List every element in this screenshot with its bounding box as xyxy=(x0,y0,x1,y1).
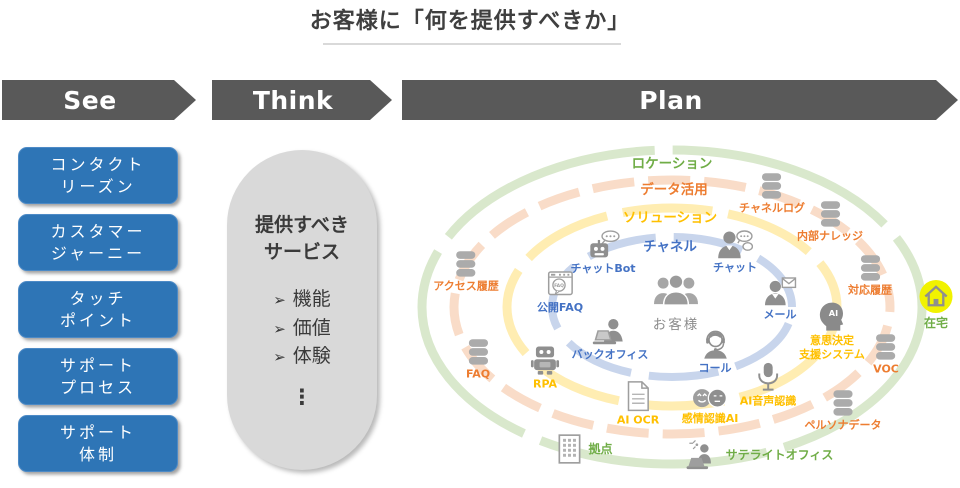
see-item: サポート 体制 xyxy=(18,415,178,472)
think-bullet-label: 機能 xyxy=(292,288,331,311)
stage-arrow-see: See xyxy=(2,80,196,120)
bullet-arrow-icon: ➢ xyxy=(273,291,286,310)
plan-node-label: 公開FAQ xyxy=(536,301,584,315)
stage-arrow-think-label: Think xyxy=(252,85,334,115)
plan-node-label: ペルソナデータ xyxy=(804,418,882,432)
ring-label: ソリューション xyxy=(622,210,718,226)
think-bullet-label: 体験 xyxy=(292,345,331,368)
plan-node: 対応履歴 xyxy=(848,255,892,298)
think-bullet: ➢ 体験 xyxy=(273,342,331,371)
plan-node: VOC xyxy=(873,334,899,377)
plan-node: 内部ナレッジ xyxy=(797,201,863,244)
building-icon xyxy=(557,434,581,464)
think-capsule: 提供すべき サービス ➢ 機能 ➢ 価値 ➢ 体験 ⋮ xyxy=(227,150,377,470)
plan-node: 感情認識AI xyxy=(681,386,739,426)
stage-arrow-think: Think xyxy=(212,80,392,120)
person-mail-icon xyxy=(763,276,797,306)
ring-label: データ活用 xyxy=(640,182,708,198)
database-icon xyxy=(832,390,855,417)
plan-node: チャット xyxy=(713,229,757,275)
svg-text:FAQ: FAQ xyxy=(554,283,564,289)
plan-node: チャネルログ xyxy=(739,173,805,216)
database-icon xyxy=(467,339,490,366)
stage-arrow-plan: Plan xyxy=(402,80,958,120)
plan-node-label: チャネルログ xyxy=(739,201,805,215)
plan-node: アクセス履歴 xyxy=(433,251,499,294)
plan-node-label: 拠点 xyxy=(588,441,613,456)
stage-arrow-see-label: See xyxy=(63,85,117,115)
plan-node: FAQ xyxy=(466,339,490,382)
plan-node-label: 対応履歴 xyxy=(848,283,892,297)
browser-faq-icon: FAQ xyxy=(545,269,575,299)
plan-node: 在宅 xyxy=(919,279,954,331)
plan-node: メール xyxy=(763,276,797,322)
plan-node-label: コール xyxy=(698,361,732,375)
think-ellipsis: ⋮ xyxy=(291,384,313,409)
document-icon xyxy=(626,381,651,412)
plan-node: AI音声認識 xyxy=(739,362,797,409)
database-icon xyxy=(760,173,783,200)
ai-head-icon: AI xyxy=(817,299,846,332)
think-title: 提供すべき サービス xyxy=(255,214,349,263)
think-bullet: ➢ 価値 xyxy=(273,314,331,343)
bullet-arrow-icon: ➢ xyxy=(273,348,286,367)
plan-node-label: チャットBot xyxy=(570,262,636,276)
plan-node-label: VOC xyxy=(873,362,899,376)
satellite-office-icon xyxy=(683,440,719,470)
plan-node-label: バックオフィス xyxy=(571,348,649,362)
plan-node-label: RPA xyxy=(532,377,558,391)
plan-node-label: 在宅 xyxy=(923,316,948,330)
plan-node: サテライトオフィス xyxy=(683,440,834,470)
plan-node-label: メール xyxy=(763,308,797,322)
page-title: お客様に「何を提供すべきか」 xyxy=(309,9,631,34)
customers-icon xyxy=(652,273,700,310)
plan-node-label: 感情認識AI xyxy=(681,412,739,426)
plan-node: チャットBot xyxy=(570,230,636,276)
plan-node: ペルソナデータ xyxy=(805,390,882,433)
plan-node-label: 内部ナレッジ xyxy=(797,229,863,243)
plan-node: コール xyxy=(699,329,732,376)
stage-arrow-plan-label: Plan xyxy=(639,85,703,115)
home-icon xyxy=(919,279,954,314)
see-item: カスタマー ジャーニー xyxy=(18,214,178,271)
plan-node: RPA xyxy=(530,345,560,392)
plan-node-label: AI音声認識 xyxy=(739,394,797,408)
title-divider xyxy=(323,43,621,45)
plan-node-label: FAQ xyxy=(465,367,491,381)
think-bullet-label: 価値 xyxy=(292,316,331,339)
ring-label: ロケーション xyxy=(631,156,713,172)
database-icon xyxy=(819,201,842,228)
robot-icon xyxy=(530,345,560,376)
database-icon xyxy=(859,255,882,282)
plan-node: 拠点 xyxy=(557,434,613,464)
plan-node-label: AI OCR xyxy=(616,413,660,427)
think-bullet: ➢ 機能 xyxy=(273,285,331,314)
person-headset-icon xyxy=(700,329,730,360)
database-icon xyxy=(454,251,477,278)
plan-node-label: 意思決定 支援システム xyxy=(799,333,865,361)
svg-text:AI: AI xyxy=(829,308,838,318)
plan-node-label: チャット xyxy=(713,261,757,275)
faces-icon xyxy=(692,386,728,410)
plan-node: FAQ 公開FAQ xyxy=(537,269,583,315)
customer-center-label: お客様 xyxy=(652,317,700,333)
see-item: コンタクト リーズン xyxy=(18,147,178,204)
database-icon xyxy=(875,334,898,361)
see-item: タッチ ポイント xyxy=(18,281,178,338)
plan-node: AI OCR xyxy=(617,381,659,428)
bullet-arrow-icon: ➢ xyxy=(273,319,286,338)
plan-node-label: アクセス履歴 xyxy=(433,279,499,293)
person-laptop-icon xyxy=(592,318,628,346)
plan-node: AI 意思決定 支援システム xyxy=(799,299,865,362)
see-column: コンタクト リーズンカスタマー ジャーニータッチ ポイントサポート プロセスサポ… xyxy=(18,147,178,472)
plan-node-label: サテライトオフィス xyxy=(725,447,834,462)
customer-center: お客様 xyxy=(652,273,700,333)
think-bullet-list: ➢ 機能 ➢ 価値 ➢ 体験 xyxy=(273,285,331,371)
person-chat-icon xyxy=(717,229,753,259)
ring-label: チャネル xyxy=(643,239,697,255)
plan-node: バックオフィス xyxy=(571,318,649,362)
microphone-icon xyxy=(755,362,780,393)
chatbot-icon xyxy=(586,230,620,260)
see-item: サポート プロセス xyxy=(18,348,178,405)
